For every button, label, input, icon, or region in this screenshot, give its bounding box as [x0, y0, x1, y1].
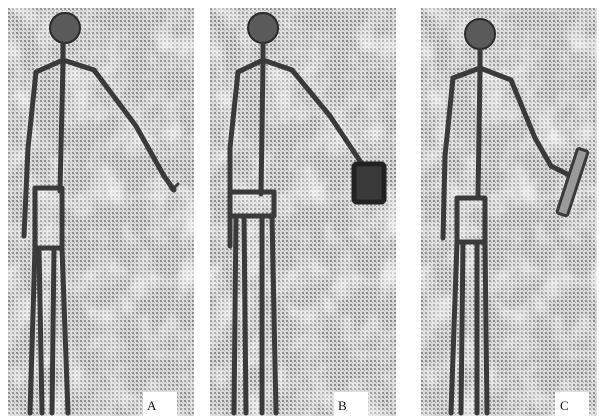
bag-icon — [354, 164, 384, 202]
figure-c-image — [421, 8, 597, 416]
panel-b: B — [210, 8, 396, 416]
panel-c: C — [421, 8, 597, 416]
figure-a-image — [8, 8, 194, 416]
figure-b-image — [210, 8, 396, 416]
panel-label-b: B — [338, 399, 347, 412]
panel-label-c: C — [560, 399, 569, 412]
panel-a: A — [8, 8, 194, 416]
panel-label-a: A — [147, 399, 156, 412]
